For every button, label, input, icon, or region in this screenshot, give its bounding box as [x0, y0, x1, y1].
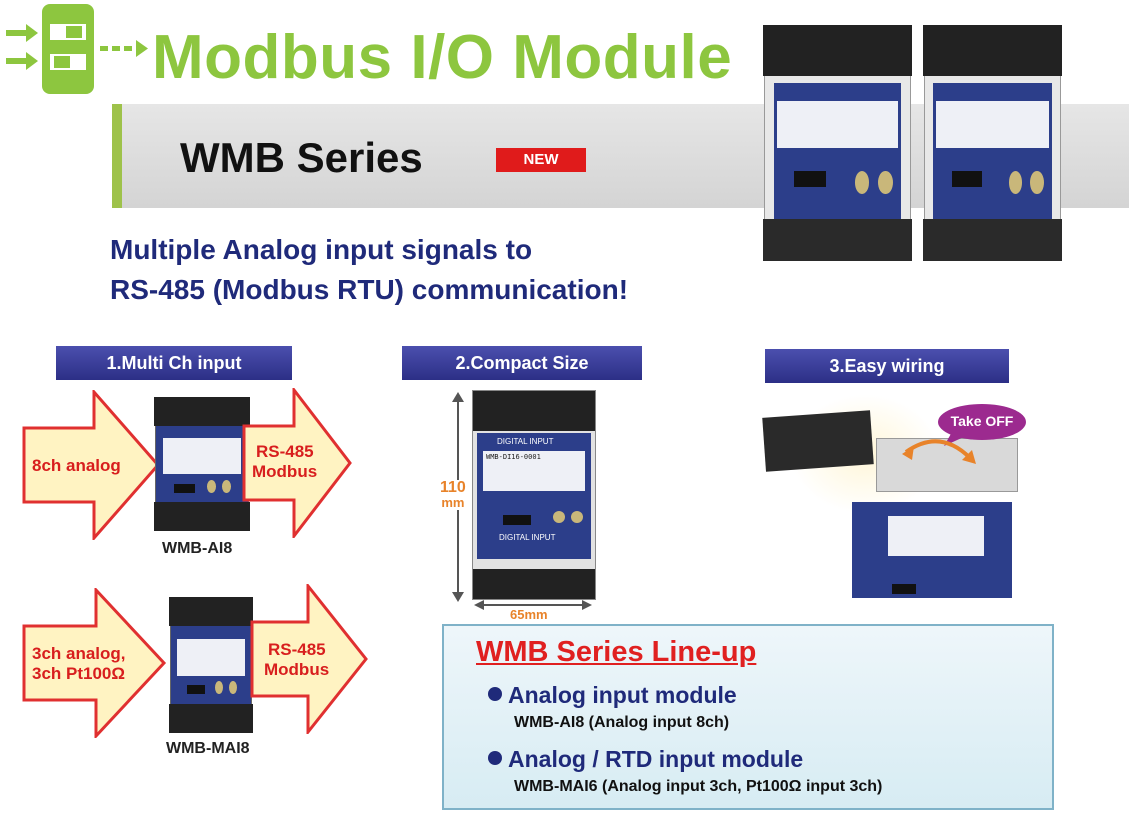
- lineup-item-analog-name: Analog input module: [508, 682, 737, 708]
- output-arrow-modbus-2: RS-485 Modbus: [250, 581, 370, 737]
- model-caption-ai8: WMB-AI8: [162, 540, 233, 557]
- output-label-rs485-2: RS-485: [268, 640, 326, 659]
- height-unit: mm: [441, 495, 465, 510]
- feature-heading-multi-ch: 1.Multi Ch input: [56, 346, 292, 380]
- model-caption-mai8: WMB-MAI8: [166, 740, 250, 757]
- module-wmb-mai8: [169, 597, 253, 733]
- series-title: WMB Series: [180, 134, 423, 181]
- panel-title-text: DIGITAL INPUT: [497, 437, 554, 446]
- lineup-item-rtd: Analog / RTD input module: [488, 746, 803, 773]
- bullet-icon: [488, 687, 502, 701]
- lineup-item-analog-model: WMB-AI8 (Analog input 8ch): [514, 714, 730, 731]
- lineup-box: [442, 624, 1054, 810]
- module-image-right: [923, 25, 1062, 261]
- width-dimension-arrow: [474, 598, 592, 610]
- input-arrow-8ch: 8ch analog: [22, 388, 162, 542]
- input-label-8ch: 8ch analog: [32, 456, 121, 475]
- lineup-item-analog: Analog input module: [488, 682, 737, 709]
- bullet-icon: [488, 751, 502, 765]
- tagline-line-2: RS-485 (Modbus RTU) communication!: [110, 274, 629, 305]
- band-accent: [112, 104, 122, 208]
- io-module-arrows-icon: [6, 4, 151, 94]
- input-arrow-3ch: 3ch analog, 3ch Pt100Ω: [22, 586, 168, 740]
- take-off-label: Take OFF: [950, 413, 1014, 429]
- wiring-image: [760, 384, 1020, 598]
- module-image-left: [763, 25, 912, 261]
- input-label-3ch-pt100: 3ch Pt100Ω: [32, 664, 126, 683]
- feature-heading-compact: 2.Compact Size: [402, 346, 642, 380]
- tagline: Multiple Analog input signals to RS-485 …: [110, 230, 628, 310]
- output-label-modbus-2: Modbus: [264, 660, 330, 679]
- module-wmb-ai8: [154, 397, 250, 531]
- panel-bottom-text: DIGITAL INPUT: [499, 533, 556, 542]
- product-photo: [760, 25, 1062, 262]
- height-value: 110: [440, 479, 466, 496]
- panel-model-text: WMB-DI16-0001: [486, 453, 541, 461]
- input-label-3ch-analog: 3ch analog,: [32, 644, 126, 663]
- output-label-rs485-1: RS-485: [256, 442, 314, 461]
- output-arrow-modbus-1: RS-485 Modbus: [242, 385, 354, 541]
- height-dimension-label: 110 mm: [440, 480, 466, 510]
- output-label-modbus-1: Modbus: [252, 462, 318, 481]
- lineup-title: WMB Series Line-up: [476, 636, 757, 668]
- feature-heading-wiring: 3.Easy wiring: [765, 349, 1009, 383]
- curved-arrow-icon: [900, 432, 980, 472]
- lineup-item-rtd-model: WMB-MAI6 (Analog input 3ch, Pt100Ω input…: [514, 778, 883, 795]
- width-dimension-label: 65mm: [510, 607, 548, 622]
- page-title: Modbus I/O Module: [152, 23, 733, 92]
- compact-module-image: WMB-DI16-0001 DIGITAL INPUT DIGITAL INPU…: [472, 390, 596, 600]
- tagline-line-1: Multiple Analog input signals to: [110, 234, 533, 265]
- new-badge: NEW: [496, 148, 586, 172]
- lineup-item-rtd-name: Analog / RTD input module: [508, 746, 804, 772]
